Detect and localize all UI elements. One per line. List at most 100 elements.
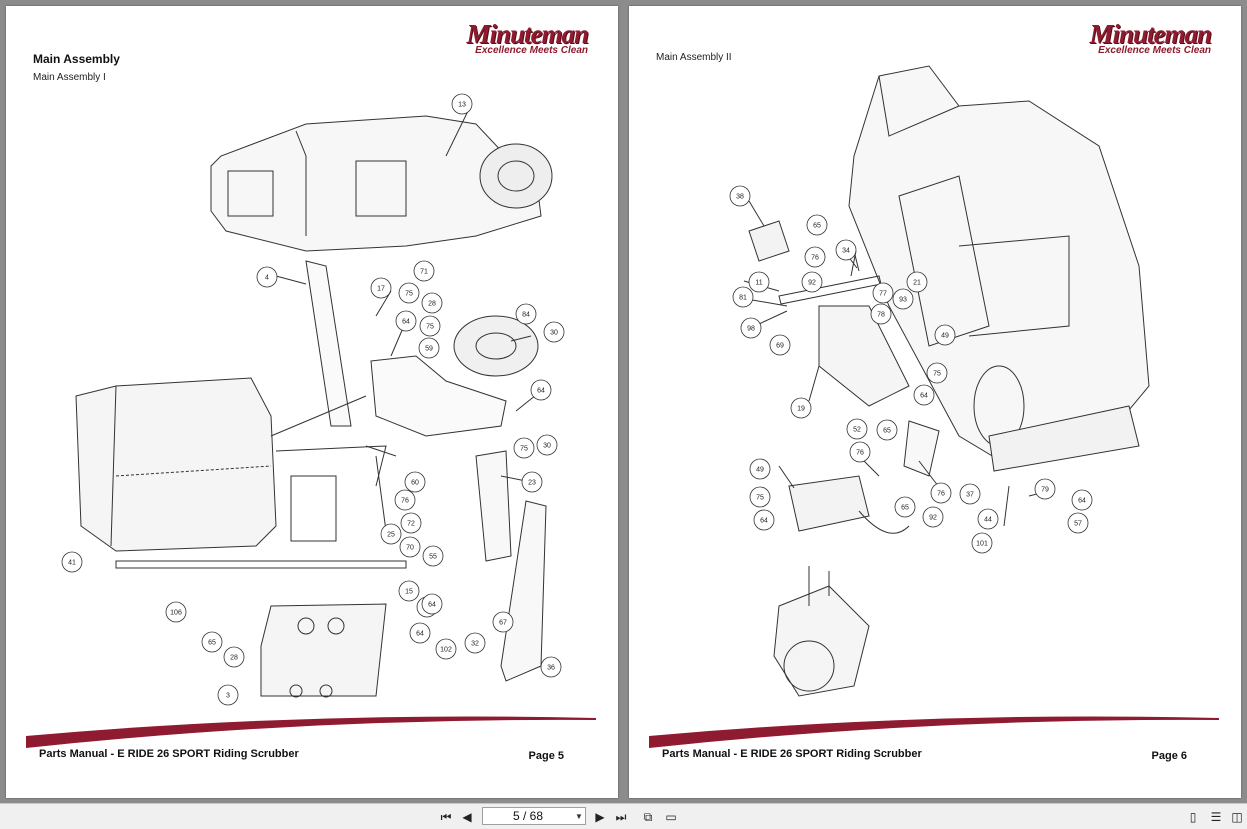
svg-text:3: 3 — [226, 692, 230, 699]
svg-text:65: 65 — [883, 427, 891, 434]
solution-tank — [75, 377, 277, 552]
two-page-icon[interactable]: ◫ — [1231, 810, 1243, 824]
part-callout: 75 — [513, 437, 535, 459]
svg-text:19: 19 — [797, 405, 805, 412]
svg-text:38: 38 — [736, 193, 744, 200]
part-callout: 98 — [740, 317, 762, 339]
svg-text:49: 49 — [941, 332, 949, 339]
next-page-icon[interactable]: ▶ — [595, 810, 605, 824]
part-callout: 4 — [256, 266, 278, 288]
continuous-icon[interactable]: ☰ — [1210, 810, 1222, 824]
svg-text:44: 44 — [984, 516, 992, 523]
part-callout: 71 — [413, 260, 435, 282]
front-wheel — [453, 315, 539, 377]
part-callout: 44 — [977, 508, 999, 530]
minuteman-logo: Minuteman Excellence Meets Clean — [1089, 20, 1212, 56]
part-callout: 32 — [464, 632, 486, 654]
footer-title: Parts Manual - E RIDE 26 SPORT Riding Sc… — [662, 748, 922, 760]
document-page-6: Minuteman Excellence Meets Clean Main As… — [629, 6, 1241, 798]
fit-page-icon[interactable]: ⧉ — [643, 809, 653, 824]
part-callout: 19 — [790, 397, 812, 419]
svg-text:52: 52 — [853, 426, 861, 433]
section-subtitle: Main Assembly I — [33, 72, 106, 83]
svg-text:64: 64 — [760, 517, 768, 524]
svg-text:64: 64 — [920, 392, 928, 399]
svg-text:30: 30 — [543, 442, 551, 449]
svg-text:59: 59 — [425, 345, 433, 352]
part-callout: 65 — [201, 631, 223, 653]
svg-text:98: 98 — [747, 325, 755, 332]
svg-text:75: 75 — [756, 494, 764, 501]
fit-width-icon[interactable]: ▭ — [665, 810, 677, 824]
footer-swoosh — [26, 716, 596, 748]
svg-text:76: 76 — [937, 490, 945, 497]
svg-text:15: 15 — [405, 588, 413, 595]
part-callout: 15 — [398, 580, 420, 602]
part-callout: 28 — [223, 646, 245, 668]
svg-text:23: 23 — [528, 479, 536, 486]
svg-text:81: 81 — [739, 294, 747, 301]
part-callout: 55 — [422, 545, 444, 567]
single-page-icon[interactable]: ▯ — [1189, 810, 1197, 824]
part-callout: 84 — [515, 303, 537, 325]
part-callout: 21 — [906, 271, 928, 293]
part-callout: 81 — [732, 286, 754, 308]
part-callout: 65 — [806, 214, 828, 236]
svg-text:93: 93 — [899, 296, 907, 303]
svg-text:72: 72 — [407, 520, 415, 527]
svg-text:75: 75 — [405, 290, 413, 297]
footer-page-number: Page 6 — [1151, 750, 1187, 762]
part-callout: 49 — [934, 324, 956, 346]
chevron-down-icon[interactable]: ▼ — [575, 811, 583, 821]
svg-text:79: 79 — [1041, 486, 1049, 493]
page-number-field[interactable]: 5 / 68 ▼ — [482, 807, 586, 825]
svg-text:60: 60 — [411, 479, 419, 486]
footer-swoosh — [649, 716, 1219, 748]
svg-text:92: 92 — [808, 279, 816, 286]
part-callout: 59 — [418, 337, 440, 359]
svg-text:57: 57 — [1074, 520, 1082, 527]
svg-text:37: 37 — [966, 491, 974, 498]
document-page-5: Minuteman Excellence Meets Clean Main As… — [6, 6, 618, 798]
part-callout: 64 — [395, 310, 417, 332]
prev-page-icon[interactable]: ◀ — [462, 810, 472, 824]
part-callout: 69 — [769, 334, 791, 356]
minuteman-logo: Minuteman Excellence Meets Clean — [466, 19, 589, 56]
viewer-toolbar: ⏮ ◀ 5 / 68 ▼ ▶ ⏭ ⧉ ▭ ▯ ☰ ◫ — [0, 803, 1247, 829]
part-callout: 79 — [1034, 478, 1056, 500]
part-callout: 49 — [749, 458, 771, 480]
part-callout: 65 — [876, 419, 898, 441]
part-callout: 60 — [404, 471, 426, 493]
svg-text:102: 102 — [440, 646, 452, 653]
svg-text:17: 17 — [377, 285, 385, 292]
part-callout: 30 — [536, 434, 558, 456]
svg-text:11: 11 — [755, 279, 762, 286]
logo-tagline: Excellence Meets Clean — [475, 45, 588, 56]
part-callout: 37 — [959, 483, 981, 505]
bottom-tray — [260, 603, 387, 697]
svg-text:64: 64 — [402, 318, 410, 325]
logo-tagline: Excellence Meets Clean — [1098, 45, 1211, 56]
bracket-38 — [748, 220, 790, 262]
main-frame — [848, 65, 1150, 467]
section-title: Main Assembly — [33, 52, 120, 66]
first-page-icon[interactable]: ⏮ — [440, 809, 452, 824]
rear-wheel — [479, 143, 553, 209]
svg-text:25: 25 — [387, 531, 395, 538]
svg-text:55: 55 — [429, 553, 437, 560]
part-callout: 11 — [748, 271, 770, 293]
part-callout: 78 — [870, 303, 892, 325]
svg-text:67: 67 — [499, 619, 507, 626]
lower-box — [788, 475, 870, 532]
last-page-icon[interactable]: ⏭ — [615, 809, 627, 824]
part-callout: 52 — [846, 418, 868, 440]
logo-brand-name: Minuteman — [466, 19, 589, 49]
svg-text:75: 75 — [520, 445, 528, 452]
part-callout: 101 — [971, 532, 993, 554]
svg-text:71: 71 — [420, 268, 428, 275]
section-subtitle: Main Assembly II — [656, 52, 732, 63]
hose — [115, 560, 407, 569]
svg-text:65: 65 — [813, 222, 821, 229]
part-callout: 64 — [753, 509, 775, 531]
